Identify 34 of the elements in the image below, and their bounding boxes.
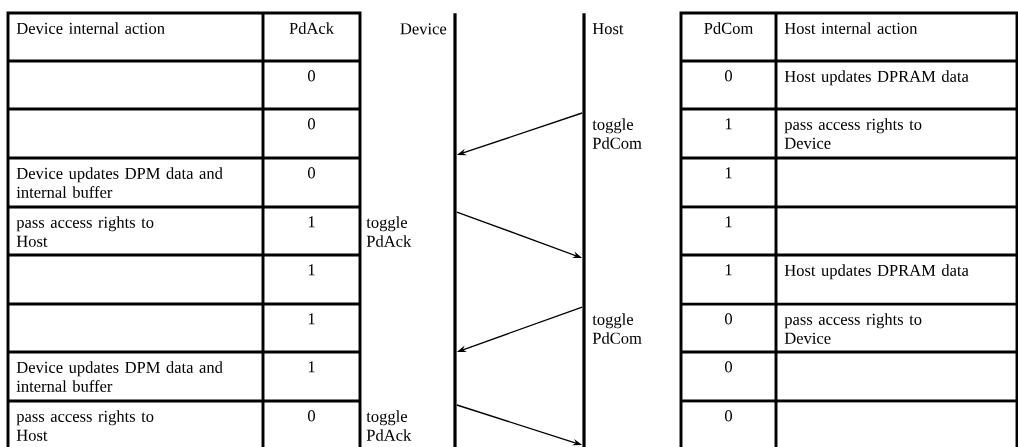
column-header: PdAck [289, 22, 334, 34]
table-text: pass access rights to Device [784, 118, 922, 149]
table-text: 0 [308, 410, 315, 422]
lifeline-label: Host [592, 23, 624, 35]
table-text: 1 [308, 313, 315, 325]
lifeline-label: Device [400, 23, 447, 35]
table-text: 1 [308, 264, 315, 276]
column-header: PdCom [704, 22, 754, 34]
table-text: 1 [725, 167, 732, 179]
table-text: 1 [725, 118, 732, 130]
table-text: 0 [308, 167, 315, 179]
table-text: Device updates DPM data and internal buffer [16, 361, 223, 392]
table-text: pass access rights to Host [16, 410, 154, 441]
edge-label: toggle PdAck [366, 216, 412, 247]
table-text: 1 [308, 361, 315, 373]
table-text: 0 [725, 70, 732, 82]
edge-label: toggle PdCom [592, 118, 642, 149]
table-text: pass access rights to Device [784, 313, 922, 344]
column-header: Device internal action [16, 22, 165, 34]
table-text: 0 [725, 313, 732, 325]
table-text: Host updates DPRAM data [784, 70, 969, 86]
table-text: 1 [725, 264, 732, 276]
table-text: 0 [308, 70, 315, 82]
edge-label: toggle PdCom [592, 313, 642, 344]
table-text: 1 [308, 216, 315, 228]
table-text: 0 [725, 410, 732, 422]
column-header: Host internal action [784, 22, 918, 34]
table-text: 1 [725, 216, 732, 228]
table-text: Device updates DPM data and internal buffer [16, 167, 223, 198]
table-text: 0 [308, 118, 315, 130]
table-text: Host updates DPRAM data [784, 264, 969, 280]
edge-label: toggle PdAck [366, 410, 412, 441]
table-text: pass access rights to Host [16, 216, 154, 247]
table-text: 0 [725, 361, 732, 373]
